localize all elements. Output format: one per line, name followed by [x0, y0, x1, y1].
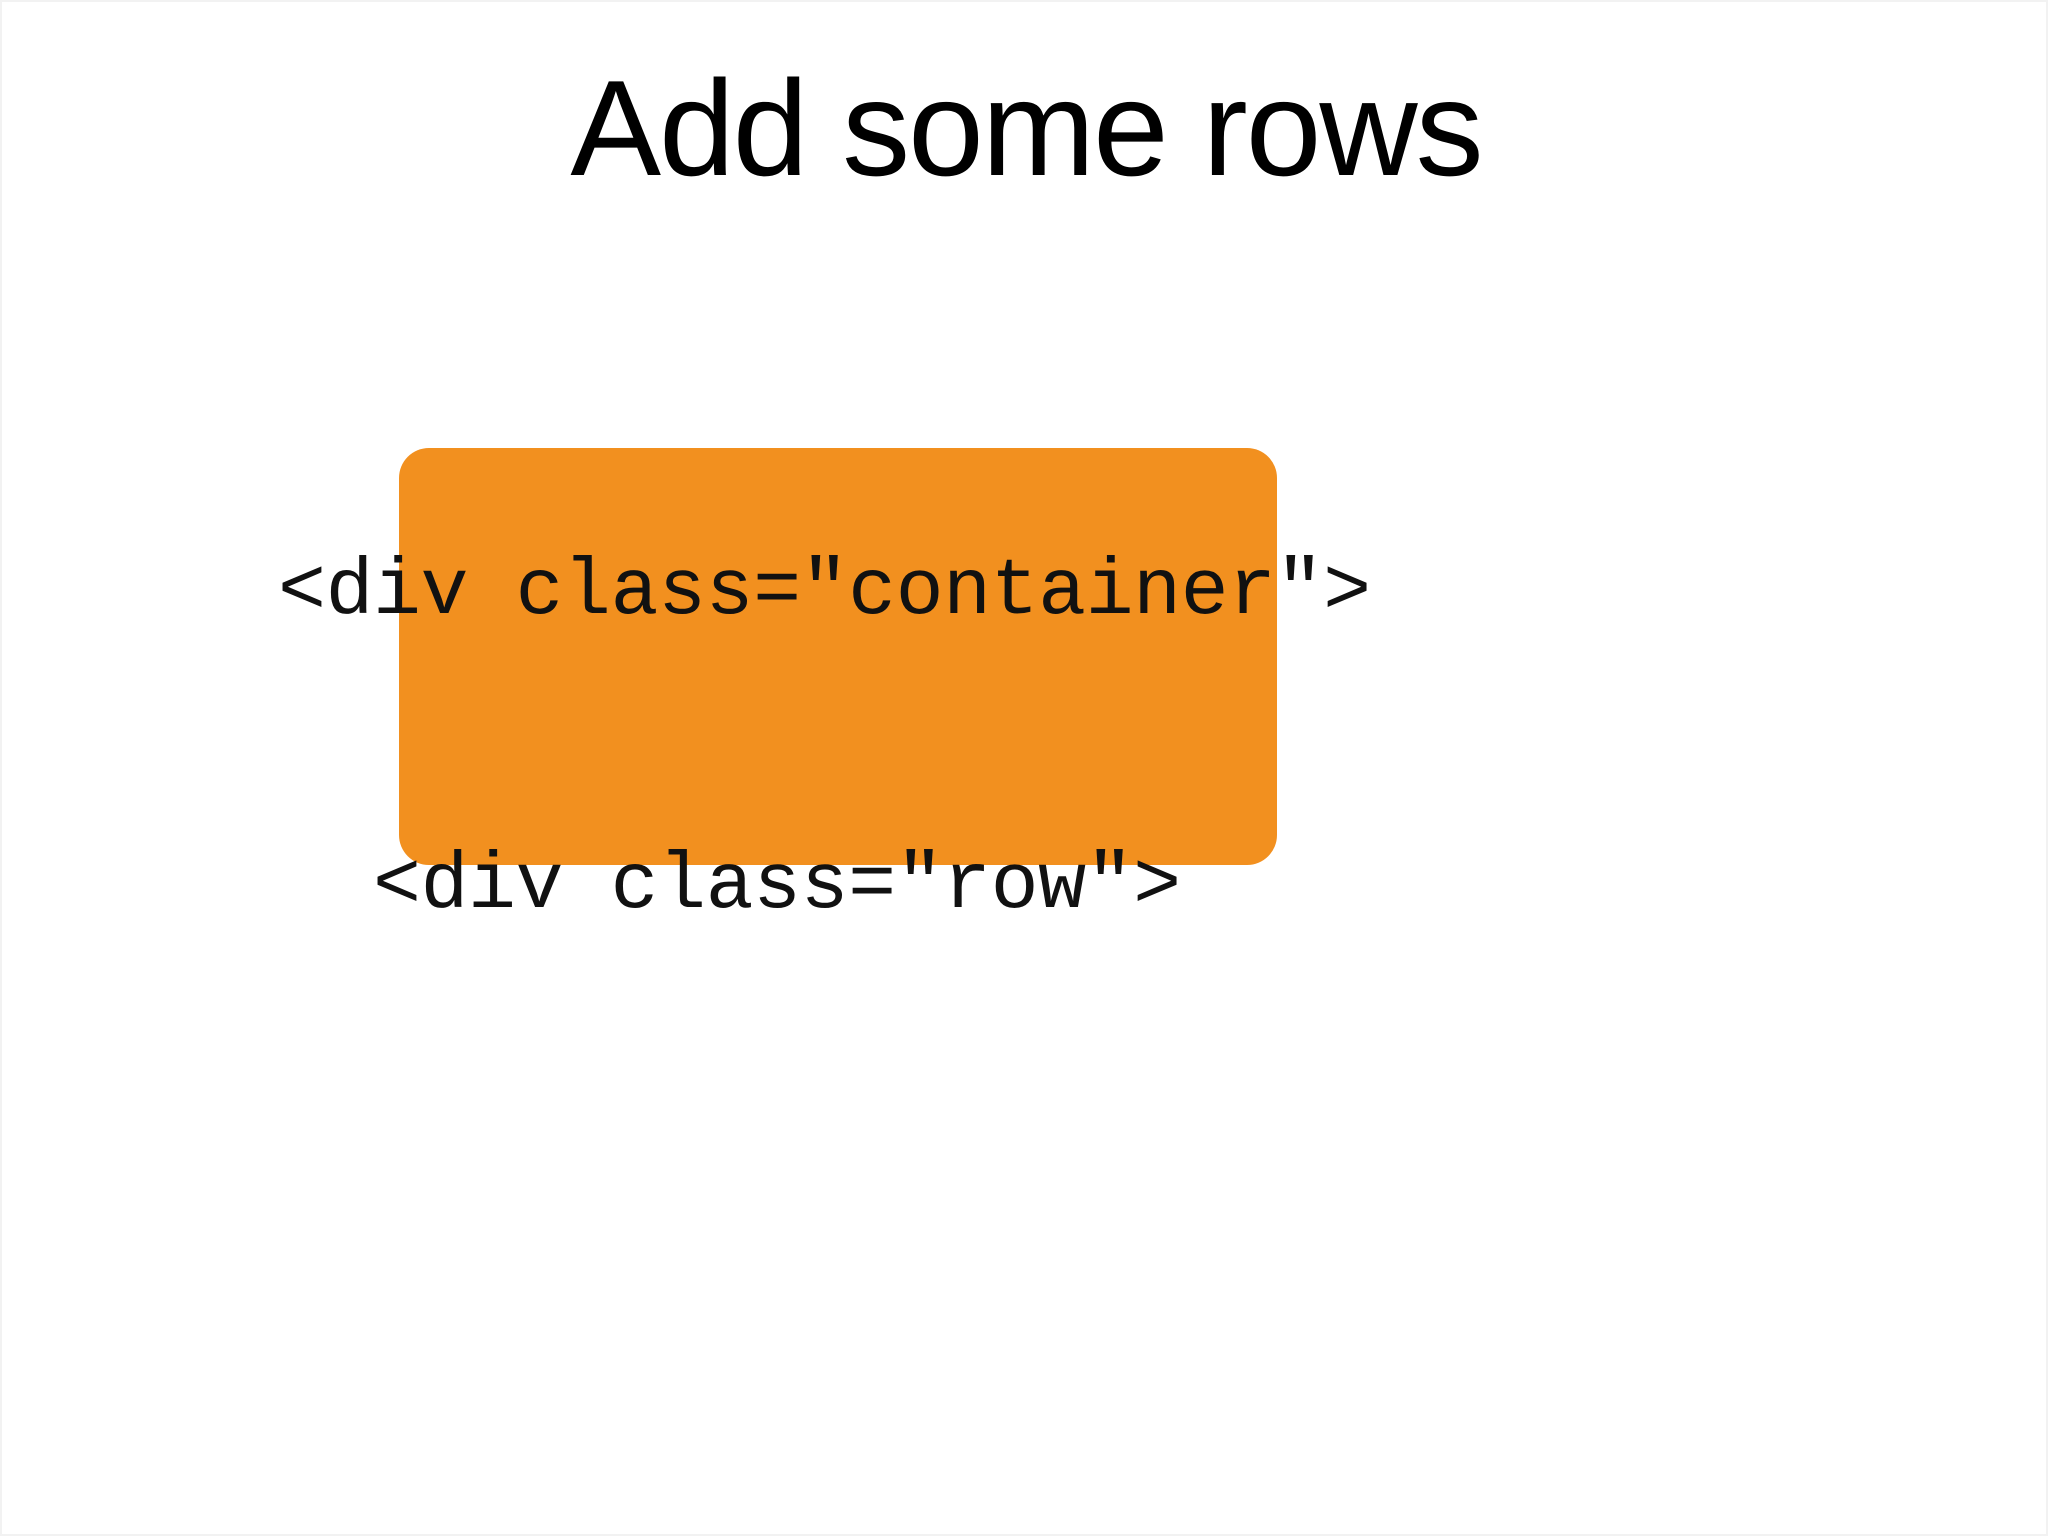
page-title: Add some rows	[570, 52, 1483, 204]
code-line: <div class="container">	[278, 547, 1371, 638]
code-snippet: <div class="container"> <div class="row"…	[278, 348, 1778, 1468]
code-line	[278, 1132, 1778, 1230]
code-line	[278, 1426, 1778, 1524]
code-lines: <div class="container"> <div class="row"…	[278, 348, 1778, 1534]
code-line: <div class="row">	[278, 841, 1181, 932]
row-highlight-box	[399, 448, 1277, 865]
